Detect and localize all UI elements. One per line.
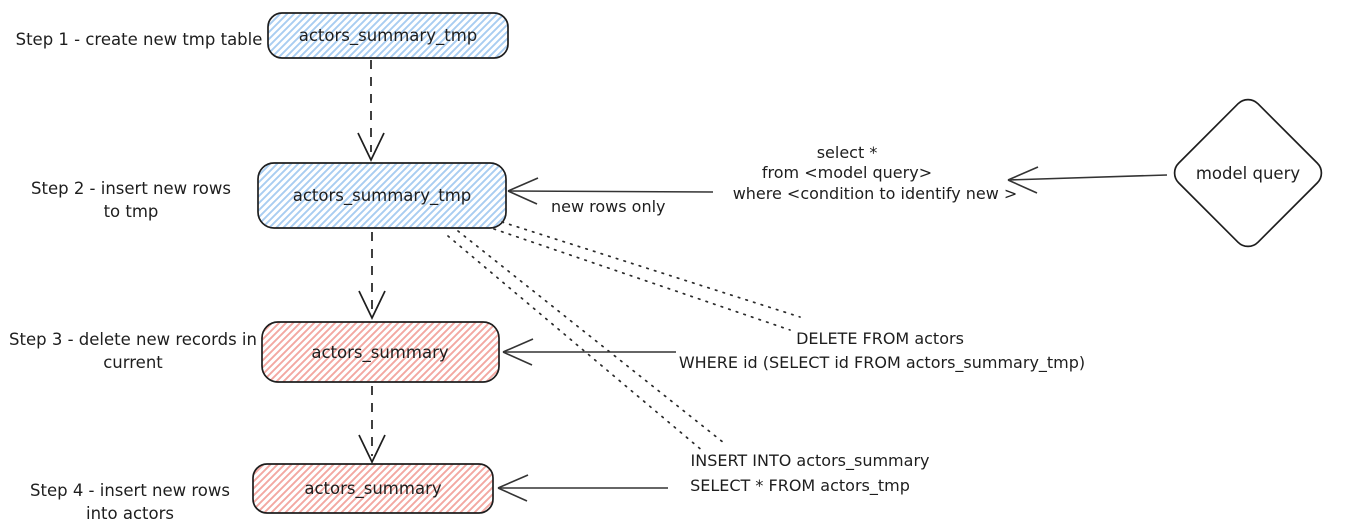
- insert-query-line1: INSERT INTO actors_summary: [691, 451, 930, 471]
- dotted-links-tmp-to-sql: [447, 221, 801, 453]
- step4-label-line2: into actors: [86, 504, 174, 523]
- arrow-step3-to-step4: [358, 386, 386, 464]
- delete-query-line2: WHERE id (SELECT id FROM actors_summary_…: [679, 353, 1085, 373]
- insert-query-line2: SELECT * FROM actors_tmp: [690, 476, 910, 496]
- arrow-select-into-step2: [507, 177, 714, 205]
- step4-node: [252, 463, 494, 514]
- insert-query-text: INSERT INTO actors_summary SELECT * FROM…: [690, 451, 929, 496]
- delete-query-text: DELETE FROM actors WHERE id (SELECT id F…: [679, 329, 1085, 373]
- arrow-step2-to-step3: [358, 232, 386, 320]
- step2-label-line2: to tmp: [104, 202, 159, 221]
- select-query-line1: select *: [817, 143, 878, 162]
- dotted-link-tmp-to-insert-1: [457, 230, 725, 444]
- step3-node-label: actors_summary: [311, 343, 448, 363]
- step4-node-label: actors_summary: [304, 479, 441, 499]
- step3-node: [261, 321, 500, 383]
- step1-node: [267, 12, 509, 59]
- dotted-link-tmp-to-delete-2: [493, 228, 791, 331]
- step2-node: [257, 162, 507, 229]
- step3-label-line1: Step 3 - delete new records in: [9, 330, 257, 349]
- select-query-line2: from <model query>: [762, 163, 932, 182]
- step1-node-label: actors_summary_tmp: [299, 26, 478, 46]
- select-query-text: select * from <model query> where <condi…: [733, 143, 1018, 203]
- model-query-node: [1173, 98, 1323, 248]
- select-query-line3: where <condition to identify new >: [733, 184, 1018, 203]
- arrow-model-query-to-select: [1007, 166, 1168, 194]
- step2-node-label: actors_summary_tmp: [293, 186, 472, 206]
- step1-label: Step 1 - create new tmp table: [16, 30, 263, 49]
- step4-label-line1: Step 4 - insert new rows: [30, 481, 230, 500]
- dotted-link-tmp-to-insert-2: [447, 235, 705, 453]
- dotted-link-tmp-to-delete-1: [501, 221, 801, 318]
- arrow-insert-into-step4: [497, 474, 668, 502]
- arrow-step1-to-step2: [357, 60, 385, 162]
- model-query-label: model query: [1196, 164, 1300, 183]
- new-rows-only-label: new rows only: [551, 197, 666, 216]
- delete-query-line1: DELETE FROM actors: [796, 329, 964, 348]
- step3-label-line2: current: [103, 353, 163, 372]
- step2-label-line1: Step 2 - insert new rows: [31, 179, 231, 198]
- arrow-delete-into-step3: [502, 338, 676, 366]
